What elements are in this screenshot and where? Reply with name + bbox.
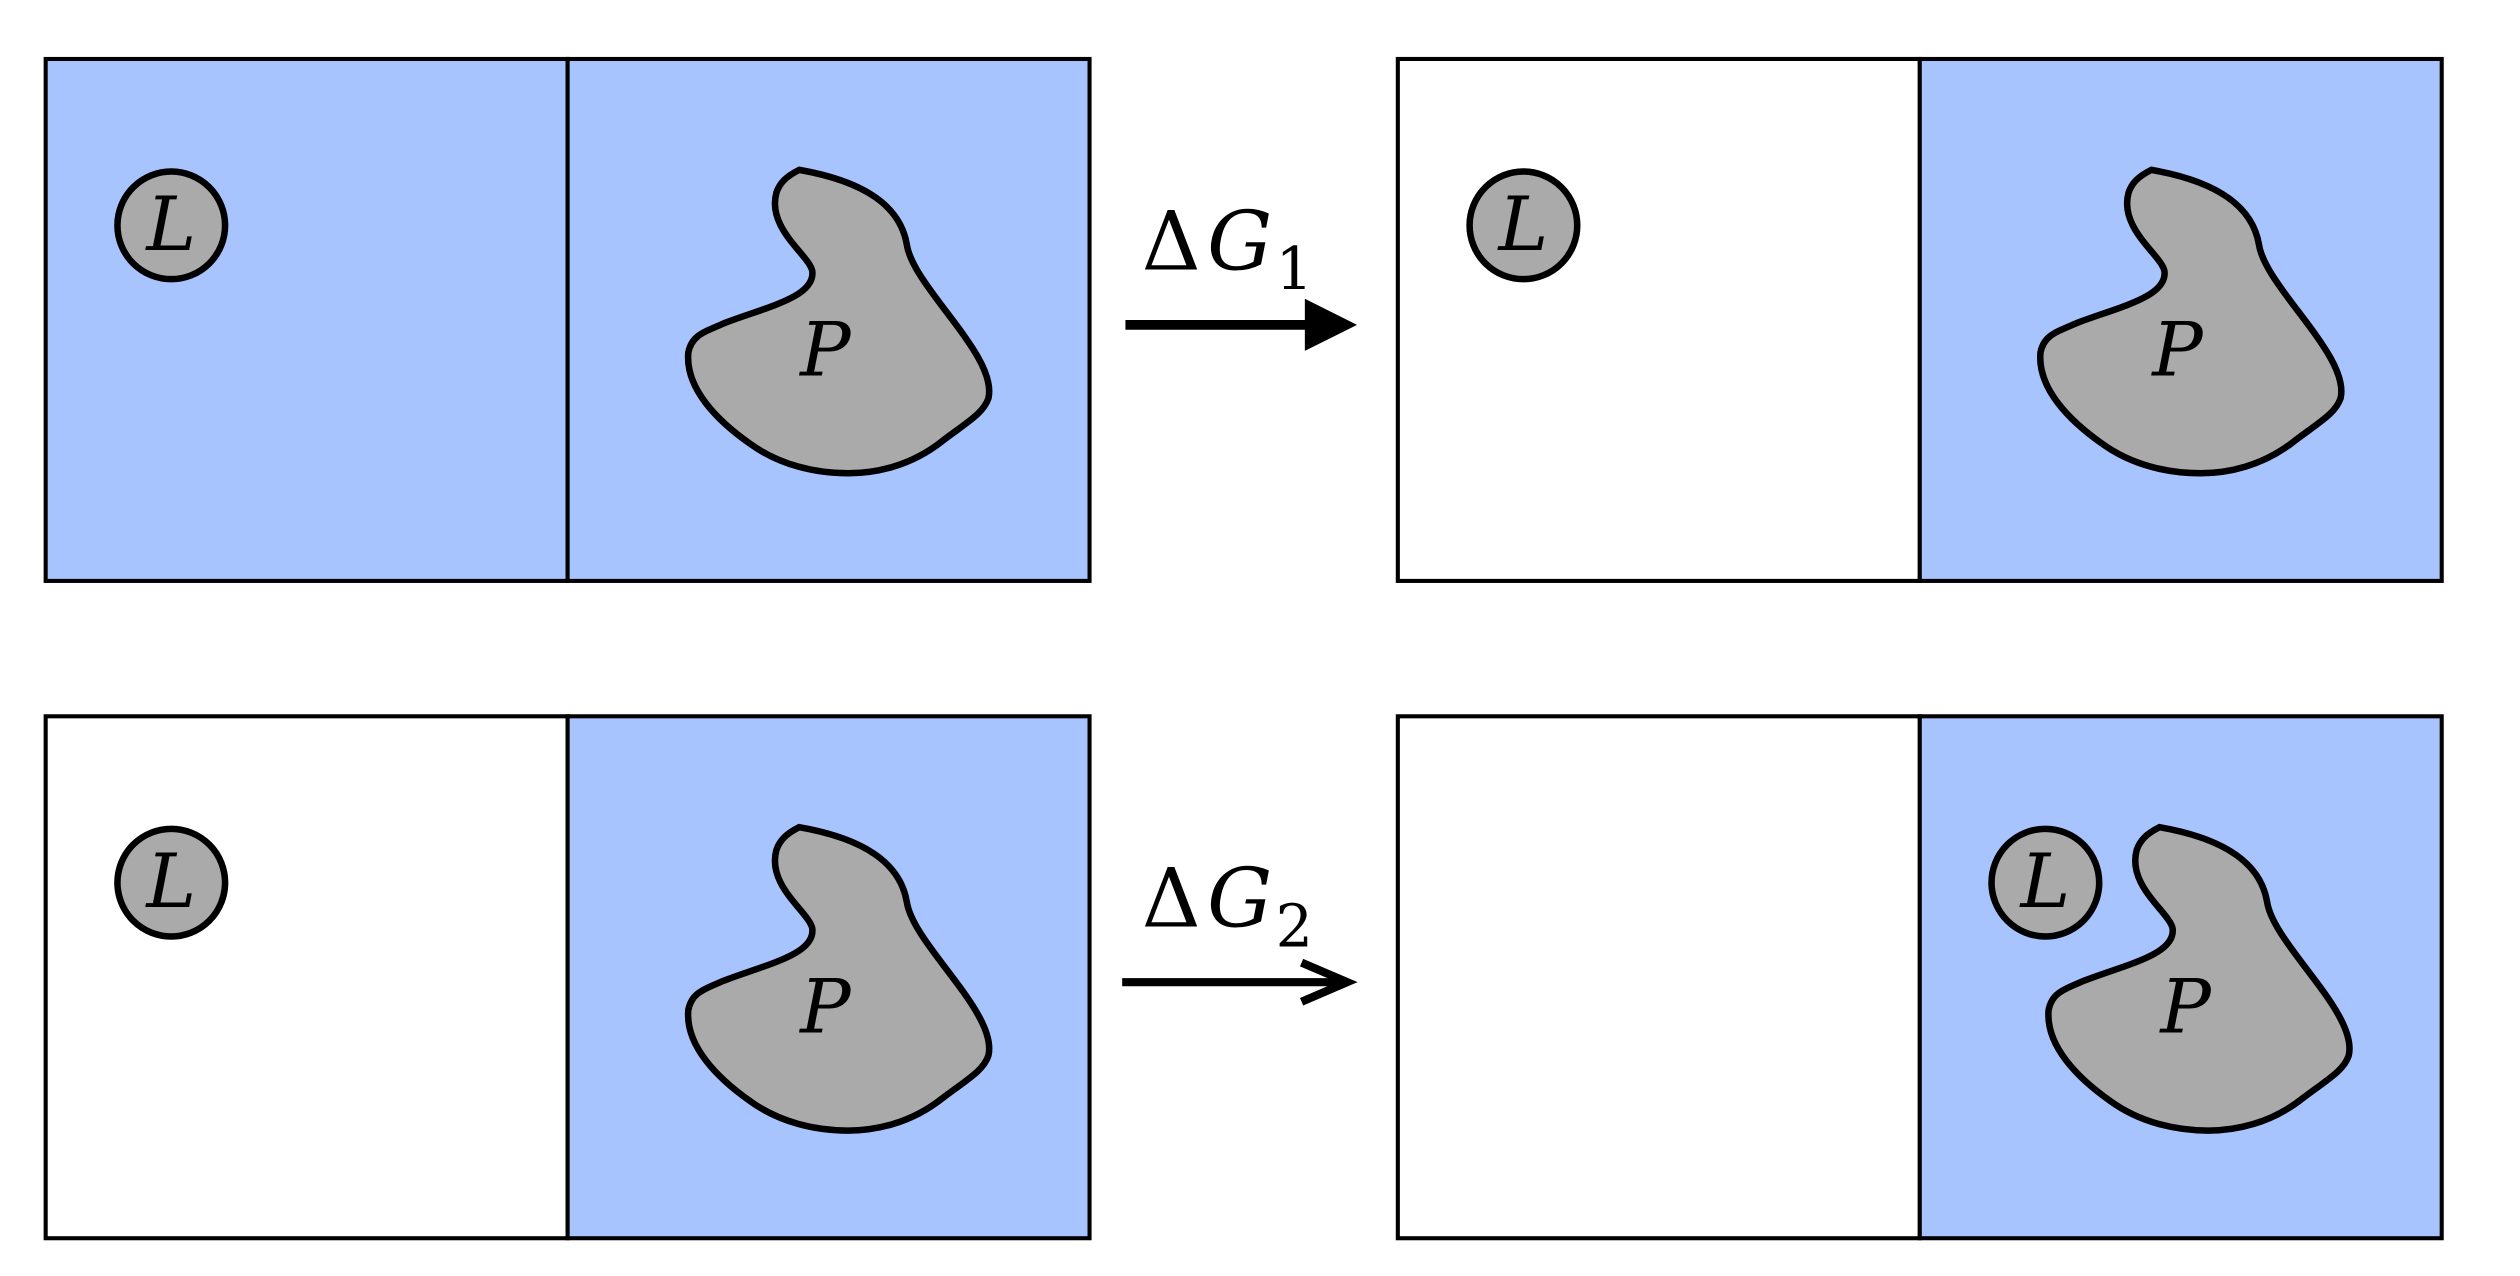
ligand-circle bbox=[1466, 168, 1581, 283]
protein-label: P bbox=[2158, 963, 2212, 1051]
panel-bottom-right: L P bbox=[1395, 714, 2444, 1241]
panel-top-left: L P bbox=[43, 56, 1092, 583]
protein: P bbox=[688, 170, 989, 473]
ligand: L bbox=[114, 168, 229, 283]
ligand-circle bbox=[114, 168, 229, 283]
ligand: L bbox=[114, 825, 229, 940]
arrow-1-head bbox=[1304, 298, 1358, 351]
ligand-label: L bbox=[1497, 180, 1549, 268]
protein-label: P bbox=[2150, 305, 2204, 393]
left-box-solvated bbox=[43, 56, 570, 583]
left-box-vacuum bbox=[1395, 56, 1922, 583]
bound-ligand: L bbox=[1988, 825, 2103, 940]
left-box-vacuum bbox=[43, 714, 570, 1241]
arrow-2-head bbox=[1299, 958, 1358, 1006]
protein: P bbox=[688, 827, 989, 1130]
ligand-label: L bbox=[144, 180, 196, 268]
ligand-label: L bbox=[144, 837, 196, 925]
left-box-vacuum bbox=[1395, 714, 1922, 1241]
protein: P bbox=[2040, 170, 2341, 473]
protein: P bbox=[2048, 827, 2349, 1130]
panel-top-right: L P bbox=[1395, 56, 2444, 583]
protein-label: P bbox=[798, 963, 852, 1051]
ligand-label: L bbox=[2018, 837, 2070, 925]
protein-label: P bbox=[798, 305, 852, 393]
ligand: L bbox=[1466, 168, 1581, 283]
panel-bottom-left: L P bbox=[43, 714, 1092, 1241]
ligand-circle bbox=[1988, 825, 2103, 940]
ligand-circle bbox=[114, 825, 229, 940]
